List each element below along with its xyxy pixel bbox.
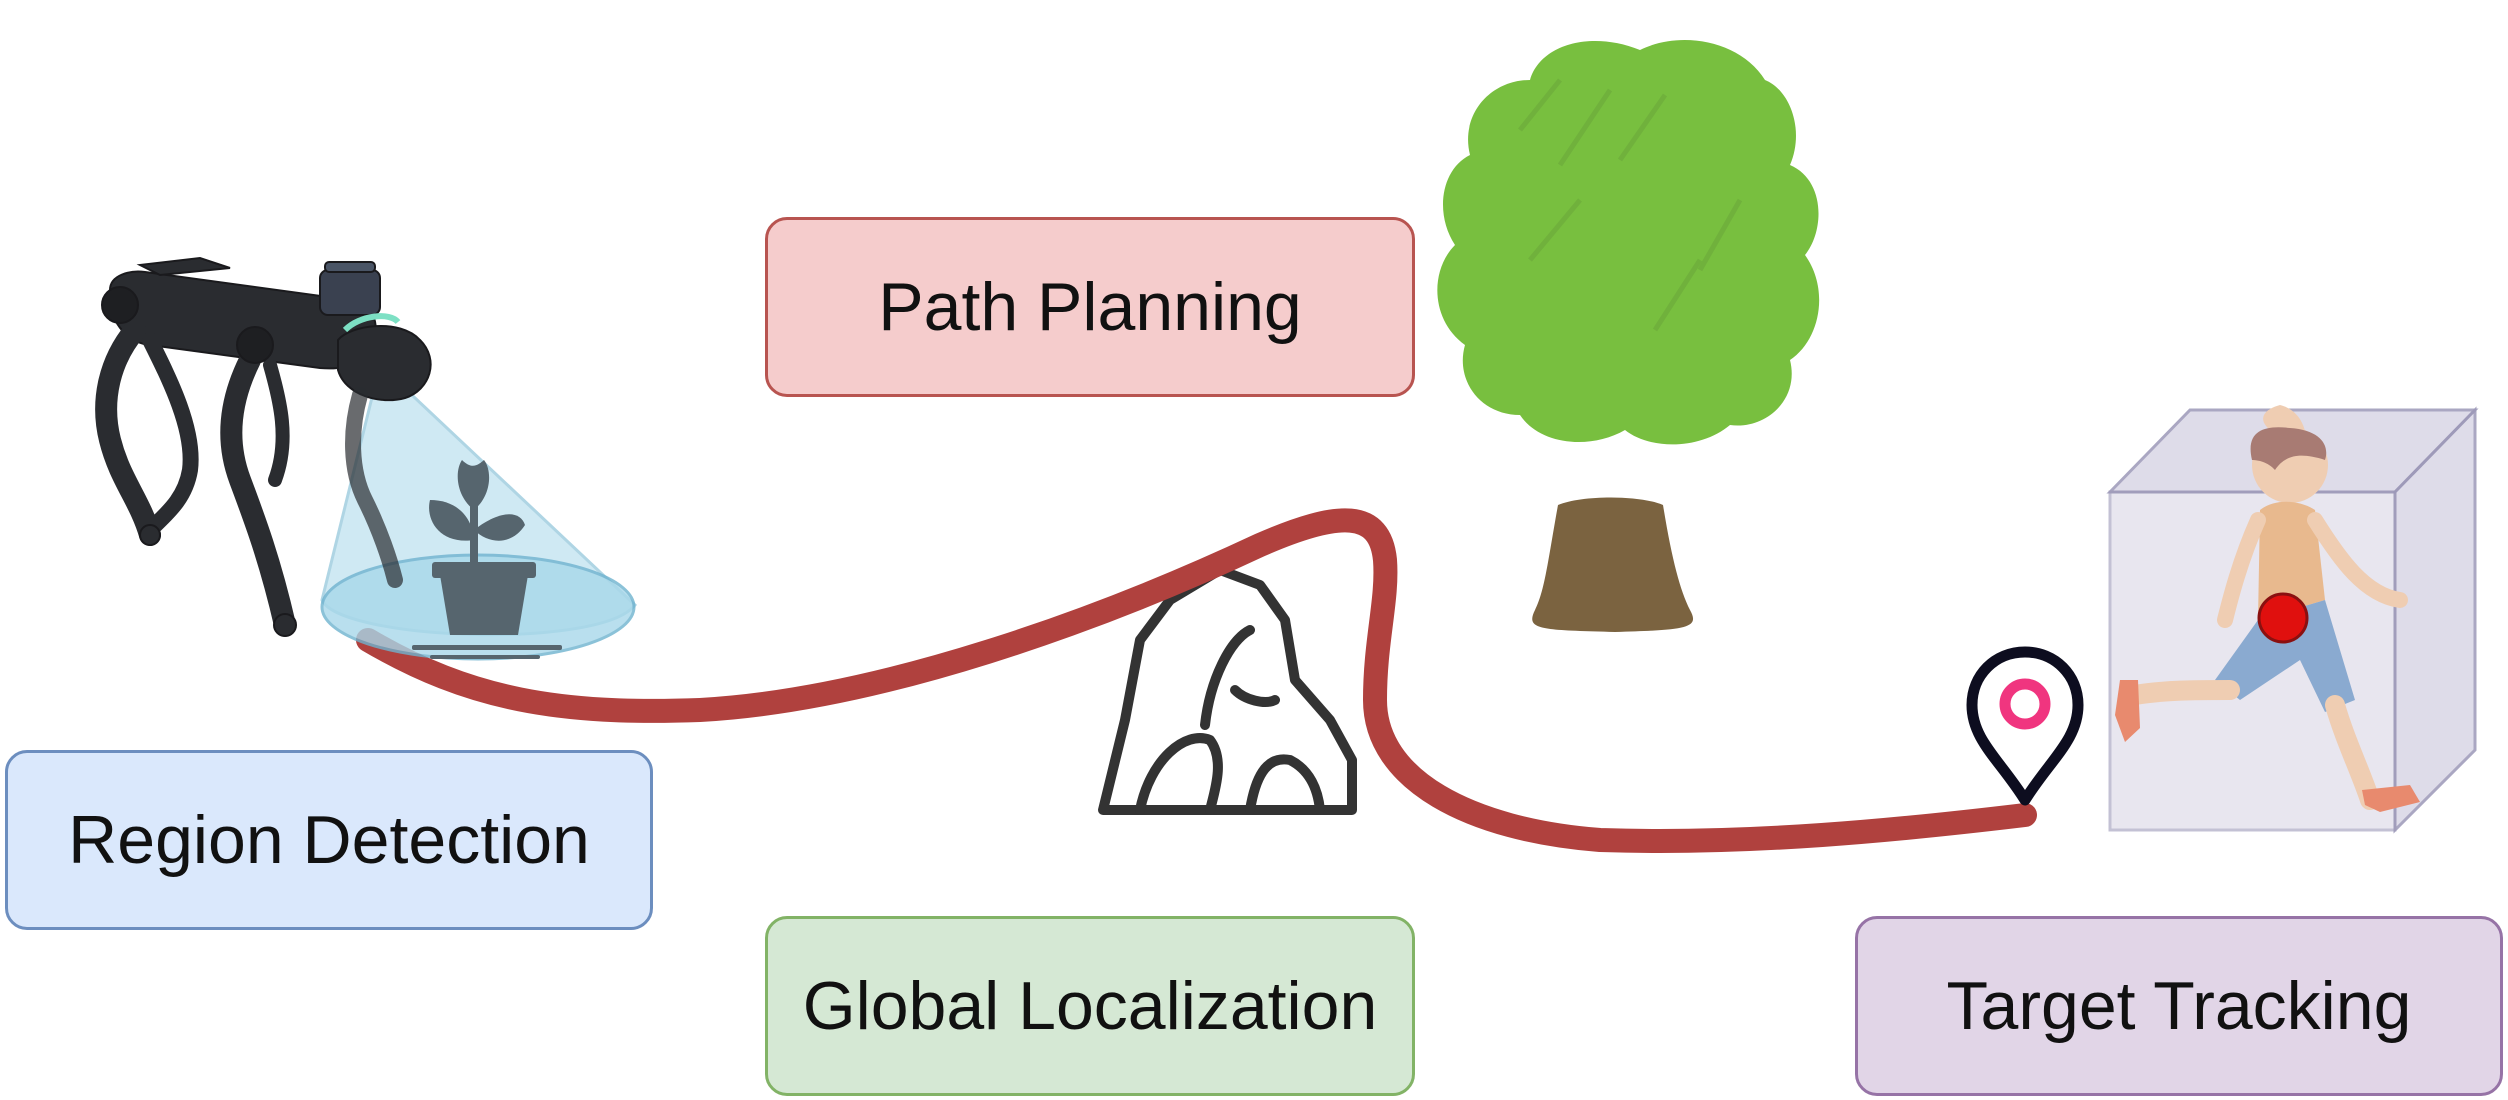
global-localization-label: Global Localization [765, 916, 1415, 1096]
location-pin-icon [1966, 646, 2084, 806]
robot-trajectory [356, 508, 2037, 853]
running-person-icon [2115, 405, 2420, 812]
target-tracking-label: Target Tracking [1855, 916, 2503, 1096]
target-dot [2257, 592, 2309, 644]
potted-plant-icon [412, 460, 562, 659]
region-detection-label: Region Detection [5, 750, 653, 930]
path-planning-label: Path Planning [765, 217, 1415, 397]
quadruped-robot-icon [95, 256, 432, 637]
tree-icon [1437, 40, 1820, 632]
rock-icon [1098, 565, 1357, 815]
